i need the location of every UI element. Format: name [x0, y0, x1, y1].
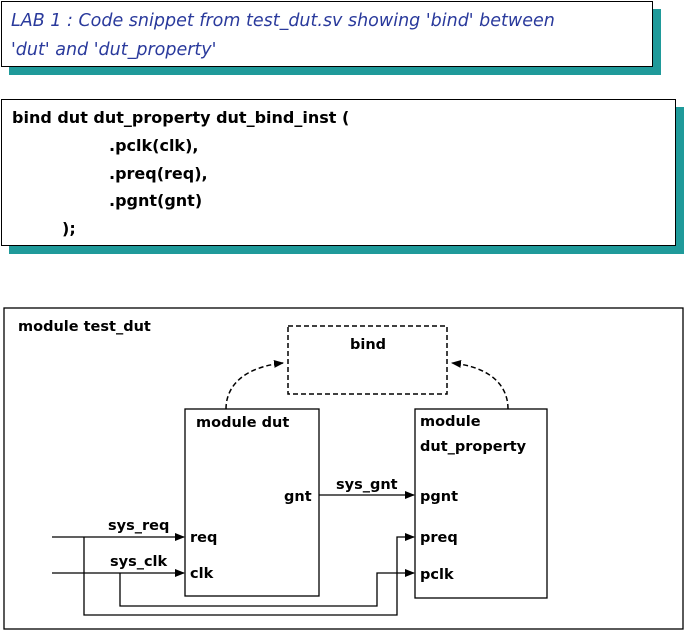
sys-clk-to-pclk-wire [119, 569, 415, 607]
sys-gnt-label: sys_gnt [336, 477, 398, 493]
module-test-dut-label: module test_dut [18, 319, 151, 335]
module-property-label-line-1: module [420, 414, 481, 430]
code-line-3: .preq(req), [109, 164, 208, 183]
module-dut-label: module dut [196, 415, 289, 431]
port-preq: preq [420, 530, 458, 546]
lab-title-line-2: 'dut' and 'dut_property' [11, 40, 217, 60]
lab-title-line-1: LAB 1 : Code snippet from test_dut.sv sh… [11, 11, 555, 31]
code-snippet-box: bind dut dut_property dut_bind_inst ( .p… [1, 99, 676, 246]
code-line-5: ); [62, 219, 76, 238]
sys-req-to-preq-wire [83, 533, 415, 616]
code-line-1: bind dut dut_property dut_bind_inst ( [12, 108, 350, 127]
lab-title: LAB 1 : Code snippet from test_dut.sv sh… [11, 7, 641, 65]
title-box: LAB 1 : Code snippet from test_dut.sv sh… [1, 1, 653, 67]
module-dut-property-box [414, 408, 548, 599]
module-dut-box [184, 408, 320, 597]
module-test-dut-box [3, 307, 684, 630]
bind-block-diagram: module test_dut bind module dut gnt req … [3, 307, 684, 630]
code-line-4: .pgnt(gnt) [109, 191, 203, 210]
port-clk: clk [190, 566, 214, 582]
sys-req-label: sys_req [108, 518, 169, 534]
port-pclk: pclk [420, 567, 454, 583]
dut-to-bind-arrow [225, 359, 284, 410]
bind-box [287, 325, 448, 395]
port-pgnt: pgnt [420, 489, 458, 505]
port-req: req [190, 530, 217, 546]
code-line-2: .pclk(clk), [109, 136, 199, 155]
bind-label: bind [350, 337, 386, 353]
module-property-label-line-2: dut_property [420, 439, 527, 455]
sys-clk-label: sys_clk [110, 554, 168, 570]
property-to-bind-arrow [451, 359, 509, 410]
port-gnt: gnt [284, 489, 312, 505]
